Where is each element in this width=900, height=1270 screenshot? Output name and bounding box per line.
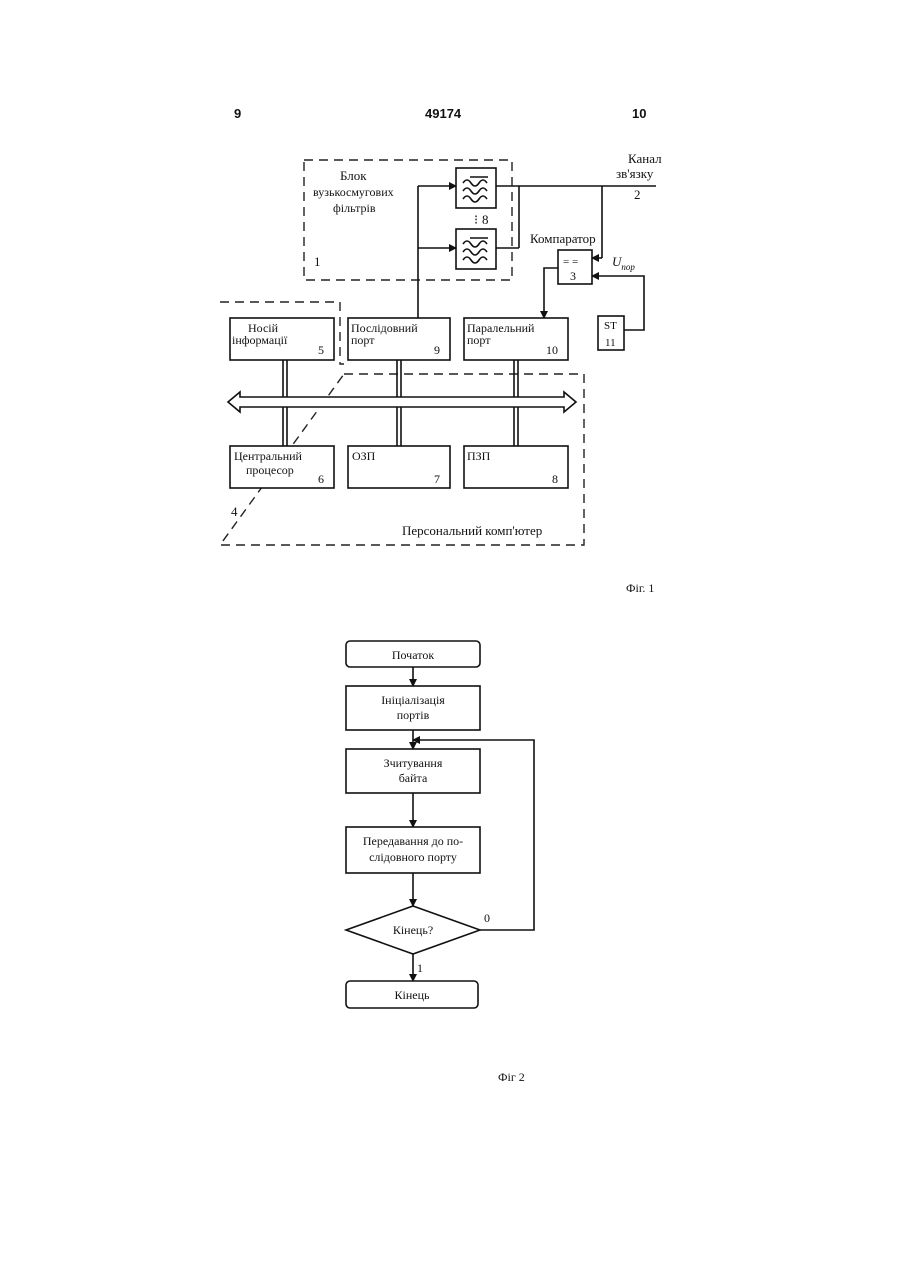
flow-start-label: Початок [392,648,434,662]
flow-read-line1: Зчитування [384,756,443,770]
rom-label: ПЗП [467,449,491,463]
st-label: ST [604,320,617,332]
channel-label-line1: Канал [628,151,662,166]
filter-block-number: 1 [314,254,321,269]
figure-2-caption: Фіг 2 [498,1070,525,1084]
channel-number: 2 [634,187,641,202]
flow-read-line2: байта [399,771,428,785]
st-number: 11 [605,337,616,349]
parallel-port-label-line2: порт [467,333,491,347]
flow-yes-label: 1 [417,961,423,975]
system-bus [228,392,576,412]
filter-bottom [456,229,496,269]
serial-port-number: 9 [434,343,440,357]
cpu-number: 6 [318,472,324,486]
pc-number: 4 [231,504,238,519]
ram-number: 7 [434,472,440,486]
cpu-label-line2: процесор [246,463,294,477]
comparator-number: 3 [570,269,576,283]
cpu-label-line1: Центральний [234,449,303,463]
filter-number: 8 [482,212,489,227]
storage-label-line2: інформації [232,333,288,347]
filter-block-title-line2: вузькосмугових [313,185,394,199]
threshold-label: Uпор [612,254,635,272]
parallel-port-number: 10 [546,343,558,357]
ram-label: ОЗП [352,449,376,463]
pc-label: Персональний комп'ютер [402,523,542,538]
flow-init-line1: Ініціалізація [381,693,445,707]
filter-block-title-line3: фільтрів [333,201,376,215]
storage-number: 5 [318,343,324,357]
filter-top [456,168,496,208]
figure-1-caption: Фіг. 1 [626,581,654,595]
flow-decision-label: Кінець? [393,923,433,937]
flow-no-label: 0 [484,911,490,925]
figure-1: Блок вузькосмугових фільтрів 1 ⁝ 8 [220,151,662,595]
channel-label-line2: зв'язку [616,166,654,181]
serial-port-label-line2: порт [351,333,375,347]
flow-init-line2: портів [397,708,430,722]
flow-end-label: Кінець [395,988,431,1002]
rom-number: 8 [552,472,558,486]
comparator-symbol: = = [563,256,578,268]
filter-dots: ⁝ [474,212,478,227]
figure-2: Початок Ініціалізація портів Зчитування … [346,641,534,1084]
comparator-label: Компаратор [530,231,596,246]
flow-transmit-line2: слідовного порту [369,850,457,864]
filter-block-title-line1: Блок [340,168,367,183]
flow-transmit-line1: Передавання до по- [363,834,463,848]
